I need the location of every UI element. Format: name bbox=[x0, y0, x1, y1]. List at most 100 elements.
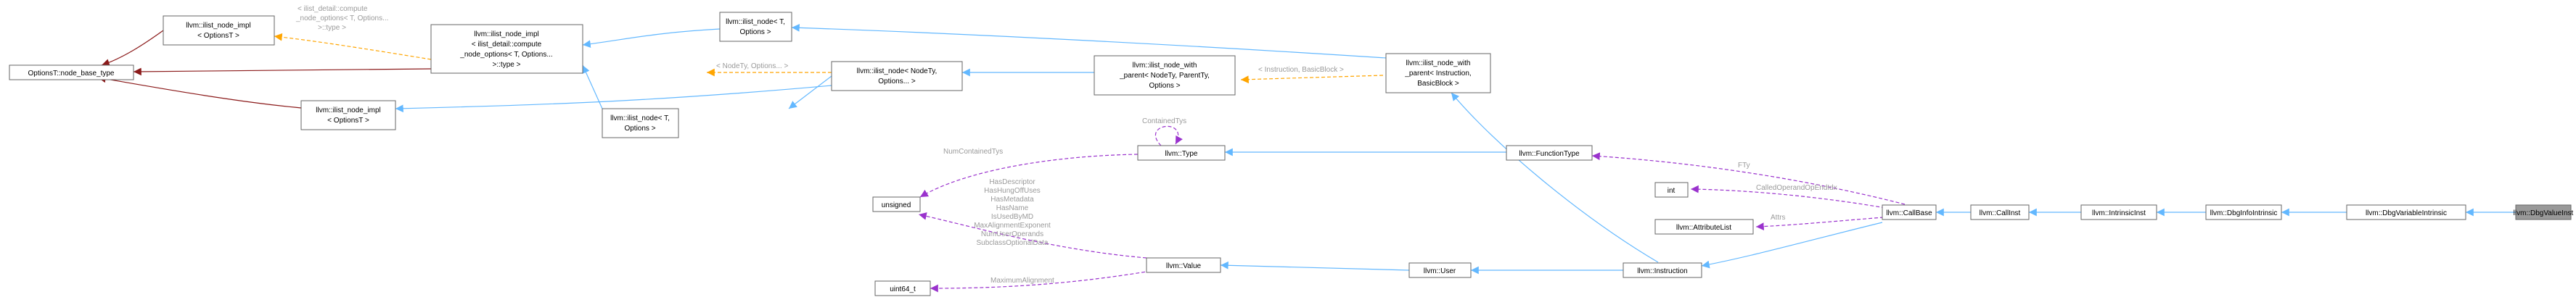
node-ilist-node-impl-optionsT-a[interactable]: llvm::ilist_node_impl < OptionsT > bbox=[163, 15, 275, 46]
node-label: llvm::IntrinsicInst bbox=[2092, 209, 2146, 217]
node-label: _parent< Instruction, bbox=[1404, 70, 1471, 78]
edge-label-compute-1: < ilist_detail::compute bbox=[298, 5, 368, 13]
node-label: llvm::ilist_node_impl bbox=[316, 106, 380, 114]
node-type[interactable]: llvm::Type bbox=[1137, 145, 1226, 161]
node-label: llvm::DbgVariableIntrinsic bbox=[2366, 209, 2447, 217]
edge-label-numuseroperands: NumUserOperands bbox=[981, 230, 1043, 238]
edge-impl-a-to-base bbox=[101, 30, 164, 67]
edge-Tmid-to-compute bbox=[582, 64, 603, 109]
node-options-node-base-type[interactable]: OptionsT::node_base_type bbox=[9, 64, 134, 80]
node-label: int bbox=[1668, 187, 1675, 195]
node-label: llvm::FunctionType bbox=[1519, 150, 1580, 158]
node-label: llvm::ilist_node_impl bbox=[186, 22, 250, 30]
node-int[interactable]: int bbox=[1654, 182, 1689, 198]
node-label: llvm::Instruction bbox=[1637, 267, 1687, 275]
edge-label-maxalignmentexponent: MaxAlignmentExponent bbox=[974, 222, 1051, 230]
node-label: llvm::DbgInfoIntrinsic bbox=[2210, 209, 2278, 217]
node-ilist-node-T-options-mid[interactable]: llvm::ilist_node< T, Options > bbox=[602, 108, 679, 138]
edge-callbase-to-attrs bbox=[1755, 217, 1884, 230]
node-function-type[interactable]: llvm::FunctionType bbox=[1506, 145, 1593, 161]
edge-label-hasname: HasName bbox=[996, 204, 1029, 212]
edge-label-compute-3: >::type > bbox=[318, 24, 346, 32]
node-label: llvm::ilist_node< T, bbox=[726, 18, 785, 26]
node-attribute-list[interactable]: llvm::AttributeList bbox=[1654, 219, 1754, 235]
edge-label-inst-bb: < Instruction, BasicBlock > bbox=[1258, 66, 1344, 74]
node-label: < OptionsT > bbox=[197, 32, 239, 40]
edge-user-to-value bbox=[1220, 261, 1410, 271]
node-label: llvm::ilist_node_with bbox=[1133, 62, 1197, 70]
edge-impl-b-to-base bbox=[97, 75, 302, 109]
edge-parent-inst-to-Ttop bbox=[791, 23, 1387, 59]
node-label: Options > bbox=[624, 125, 655, 133]
node-intrinsic-inst[interactable]: llvm::IntrinsicInst bbox=[2080, 204, 2157, 220]
node-label: llvm::ilist_node< T, bbox=[610, 114, 670, 122]
edge-callbase-to-int bbox=[1690, 185, 1886, 209]
edge-callbase-to-functiontype bbox=[1591, 152, 1906, 205]
edge-callbase-to-instruction bbox=[1701, 222, 1883, 269]
node-ilist-node-impl-optionsT-b[interactable]: llvm::ilist_node_impl < OptionsT > bbox=[300, 100, 396, 130]
edge-label-numcontained: NumContainedTys bbox=[943, 148, 1003, 156]
edge-label-fty: FTy bbox=[1738, 162, 1750, 170]
node-label: _node_options< T, Options... bbox=[459, 51, 552, 59]
node-label: uint64_t bbox=[890, 285, 916, 293]
node-label: < OptionsT > bbox=[327, 117, 369, 125]
node-call-inst[interactable]: llvm::CallInst bbox=[1970, 204, 2030, 220]
node-label: OptionsT::node_base_type bbox=[28, 70, 115, 78]
edge-label-compute-2: _node_options< T, Options... bbox=[295, 14, 388, 22]
edge-label-hasmetadata: HasMetadata bbox=[990, 196, 1034, 204]
node-label: Options... > bbox=[878, 78, 916, 85]
node-label: llvm::AttributeList bbox=[1676, 224, 1731, 232]
node-label: llvm::Value bbox=[1166, 262, 1202, 270]
edge-compute-to-base bbox=[133, 67, 432, 76]
edge-label-attrs: Attrs bbox=[1771, 214, 1786, 222]
node-uint64[interactable]: uint64_t bbox=[874, 280, 931, 296]
node-dbg-value-inst: llvm::DbgValueInst bbox=[2514, 204, 2574, 220]
edge-label-maximumalignment: MaximumAlignment bbox=[990, 277, 1054, 285]
node-call-base[interactable]: llvm::CallBase bbox=[1882, 204, 1937, 220]
node-label: _parent< NodeTy, ParentTy, bbox=[1119, 72, 1210, 80]
edge-label-isusedbymd: IsUsedByMD bbox=[991, 213, 1033, 221]
edge-nodety-to-Tmid bbox=[788, 75, 832, 109]
node-label: llvm::ilist_node< NodeTy, bbox=[857, 67, 938, 75]
node-ilist-node-impl-compute[interactable]: llvm::ilist_node_impl < ilist_detail::co… bbox=[430, 24, 583, 74]
node-label: llvm::ilist_node_with bbox=[1406, 59, 1471, 67]
node-label: llvm::DbgValueInst bbox=[2514, 209, 2574, 217]
edge-type-self-containedtys bbox=[1154, 125, 1183, 146]
node-ilist-node-nodety[interactable]: llvm::ilist_node< NodeTy, Options... > bbox=[831, 61, 963, 91]
node-label: llvm::CallBase bbox=[1886, 209, 1932, 217]
edge-label-value-fields: HasDescriptor HasHungOffUses HasMetadata… bbox=[974, 178, 1051, 247]
node-label: Options > bbox=[739, 28, 771, 36]
edge-instruction-to-parent-inst bbox=[1451, 92, 1659, 263]
node-label: < ilist_detail::compute bbox=[472, 41, 542, 49]
edge-type-numcontained bbox=[919, 154, 1139, 198]
node-label: llvm::CallInst bbox=[1980, 209, 2021, 217]
edge-label-calledoperand: CalledOperandOpEndIdx bbox=[1756, 184, 1837, 192]
edge-Toptop-to-compute bbox=[582, 28, 721, 49]
node-dbg-info-intrinsic[interactable]: llvm::DbgInfoIntrinsic bbox=[2205, 204, 2282, 220]
edge-label-subclassoptionaldata: SubclassOptionalData bbox=[977, 239, 1049, 247]
node-value[interactable]: llvm::Value bbox=[1146, 257, 1221, 273]
node-label: unsigned bbox=[882, 201, 911, 209]
edge-label-containedtys: ContainedTys bbox=[1142, 117, 1186, 125]
node-ilist-node-with-parent-inst[interactable]: llvm::ilist_node_with _parent< Instructi… bbox=[1385, 53, 1491, 93]
edge-label-hashungoffuses: HasHungOffUses bbox=[984, 187, 1041, 195]
node-label: llvm::Type bbox=[1165, 150, 1197, 158]
edge-label-nodety: < NodeTy, Options... > bbox=[716, 62, 788, 70]
edge-label-hasdescriptor: HasDescriptor bbox=[989, 178, 1035, 186]
edge-nodety-to-impl-b bbox=[395, 85, 832, 113]
node-ilist-node-with-parent-tmpl[interactable]: llvm::ilist_node_with _parent< NodeTy, P… bbox=[1094, 55, 1236, 96]
node-label: llvm::User bbox=[1424, 267, 1456, 275]
edge-inst-bb-instance bbox=[1240, 75, 1384, 84]
edge-compute-instance bbox=[274, 33, 432, 60]
node-label: Options > bbox=[1149, 82, 1180, 90]
node-unsigned[interactable]: unsigned bbox=[872, 196, 921, 212]
node-label: BasicBlock > bbox=[1417, 80, 1459, 88]
edge-value-to-uint64 bbox=[930, 270, 1152, 293]
node-label: llvm::ilist_node_impl bbox=[474, 30, 538, 38]
node-user[interactable]: llvm::User bbox=[1408, 262, 1472, 278]
node-ilist-node-T-options-top[interactable]: llvm::ilist_node< T, Options > bbox=[719, 12, 792, 42]
node-instruction[interactable]: llvm::Instruction bbox=[1623, 262, 1702, 278]
node-dbg-variable-intrinsic[interactable]: llvm::DbgVariableIntrinsic bbox=[2346, 204, 2466, 220]
edge-value-to-unsigned bbox=[918, 212, 1147, 259]
